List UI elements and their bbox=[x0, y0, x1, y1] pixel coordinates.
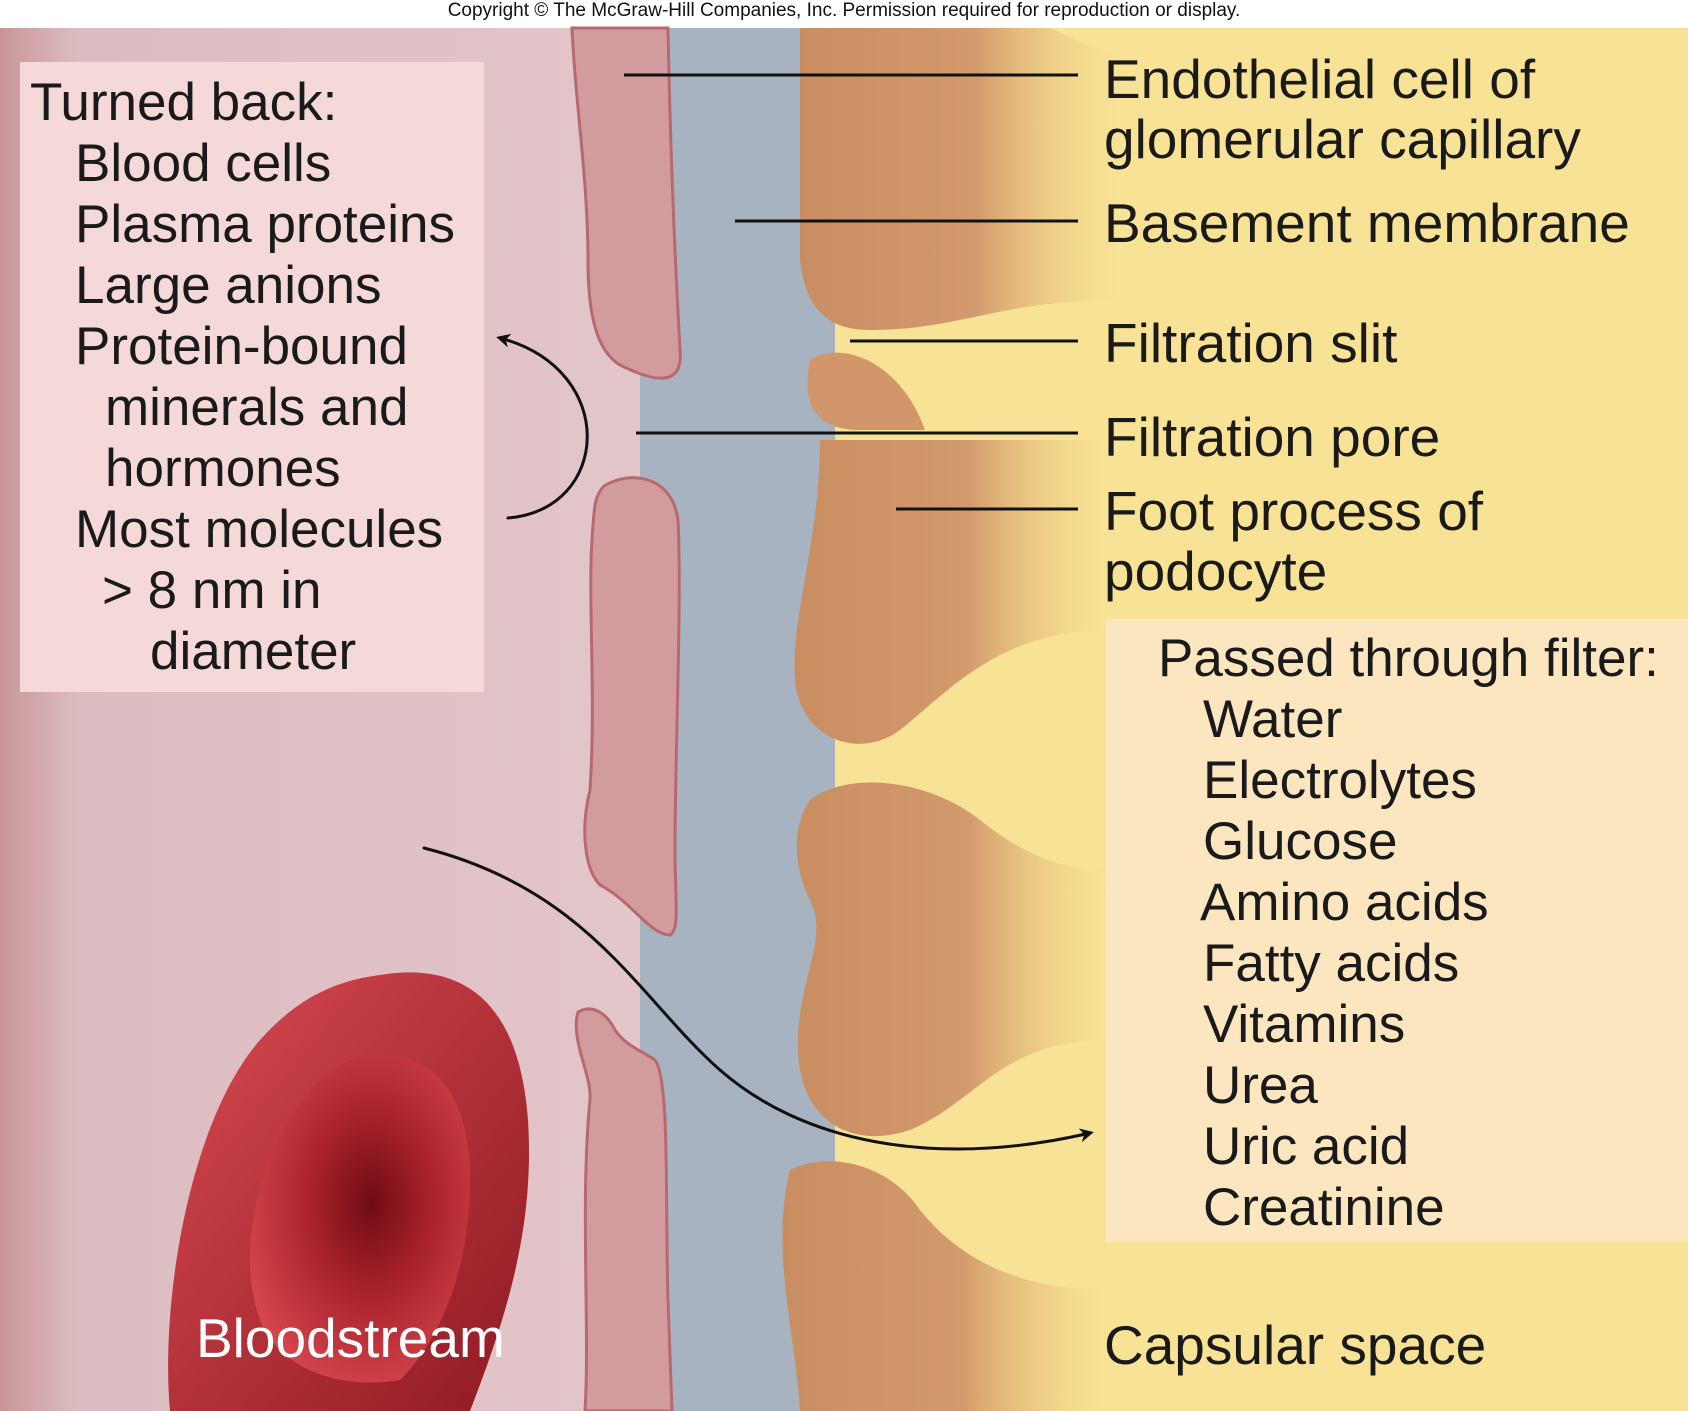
label-filtration-pore: Filtration pore bbox=[1104, 406, 1441, 468]
passed-through-box bbox=[1106, 619, 1688, 1242]
turned-back-item: Most molecules bbox=[75, 500, 444, 559]
passed-through-item: Uric acid bbox=[1203, 1117, 1410, 1176]
podocyte-foot-processes bbox=[782, 28, 1120, 1411]
passed-through-item: Glucose bbox=[1203, 812, 1398, 871]
passed-through-item: Vitamins bbox=[1203, 995, 1406, 1054]
turned-back-box bbox=[20, 62, 484, 692]
label-endothelial-line1: Endothelial cell of bbox=[1104, 48, 1536, 110]
copyright-notice: Copyright © The McGraw-Hill Companies, I… bbox=[447, 0, 1241, 21]
foot-process-4 bbox=[796, 782, 1110, 1137]
passed-through-item: Electrolytes bbox=[1203, 751, 1477, 810]
passed-through-arrow bbox=[422, 846, 1094, 1151]
turned-back-item: Protein-bound bbox=[75, 317, 408, 376]
passed-through-item: Amino acids bbox=[1200, 873, 1489, 932]
turned-back-item: minerals and bbox=[105, 378, 409, 437]
turned-back-arrow bbox=[496, 333, 589, 520]
endothelial-cell-3 bbox=[574, 1007, 674, 1411]
foot-process-3 bbox=[794, 440, 1110, 744]
turned-back-list: Turned back: Blood cells Plasma proteins… bbox=[30, 72, 455, 682]
turned-back-item: hormones bbox=[105, 439, 341, 498]
leader-lines bbox=[624, 73, 1078, 511]
label-foot-process-line1: Foot process of bbox=[1104, 480, 1484, 542]
passed-through-item: Creatinine bbox=[1203, 1178, 1445, 1237]
turned-back-item: > 8 nm in bbox=[102, 561, 322, 620]
label-filtration-slit: Filtration slit bbox=[1104, 312, 1398, 374]
endothelial-cell-1 bbox=[570, 26, 682, 380]
endothelial-cell-2 bbox=[583, 476, 681, 937]
foot-process-1 bbox=[800, 28, 1120, 330]
turned-back-title: Turned back: bbox=[30, 73, 338, 132]
label-capsular-space: Capsular space bbox=[1104, 1314, 1487, 1376]
turned-back-item: Blood cells bbox=[75, 134, 332, 193]
passed-through-item: Fatty acids bbox=[1203, 934, 1460, 993]
turned-back-item: Plasma proteins bbox=[75, 195, 456, 254]
passed-through-item: Urea bbox=[1203, 1056, 1318, 1115]
foot-process-2 bbox=[807, 352, 925, 430]
turned-back-item: diameter bbox=[150, 622, 357, 681]
endothelial-cells bbox=[570, 26, 682, 1411]
red-blood-cell bbox=[168, 972, 530, 1411]
label-bloodstream: Bloodstream bbox=[196, 1307, 505, 1369]
foot-process-5 bbox=[782, 1161, 1110, 1411]
passed-through-item: Water bbox=[1203, 690, 1343, 749]
turned-back-item: Large anions bbox=[75, 256, 382, 315]
passed-through-title: Passed through filter: bbox=[1158, 629, 1659, 688]
label-basement-membrane: Basement membrane bbox=[1104, 192, 1630, 254]
label-endothelial-line2: glomerular capillary bbox=[1104, 108, 1581, 170]
passed-through-list: Passed through filter: Water Electrolyte… bbox=[1158, 628, 1659, 1238]
label-foot-process-line2: podocyte bbox=[1104, 540, 1328, 602]
